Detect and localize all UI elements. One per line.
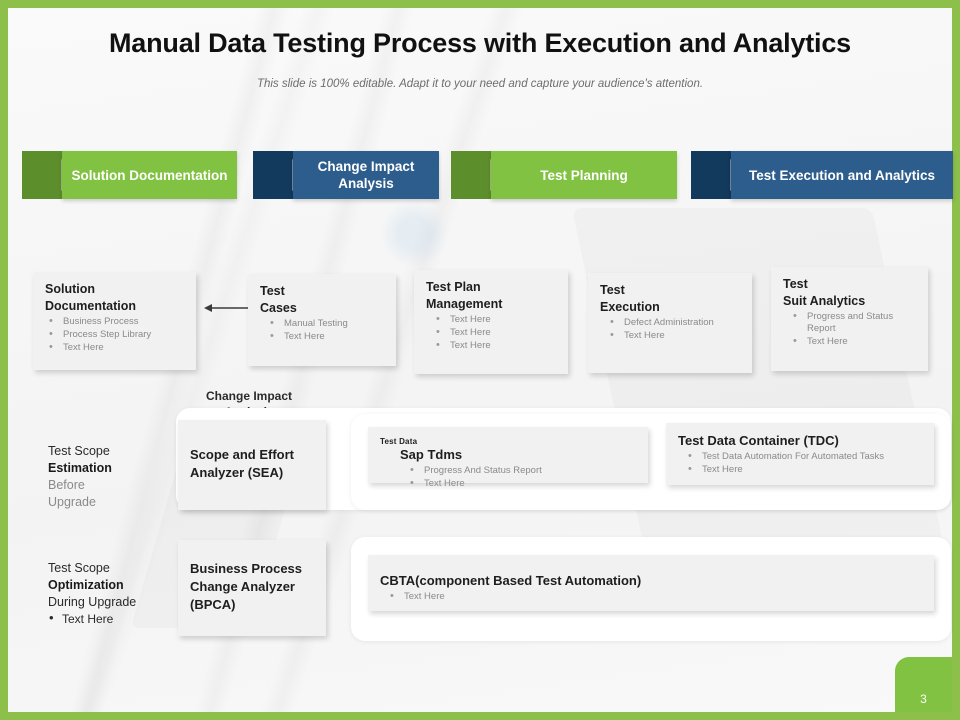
card-title-line2: Analyzer (SEA): [190, 465, 284, 480]
stage-line-1: Test Scope: [48, 444, 110, 458]
card-title-line1: Test: [260, 284, 285, 298]
banner-step-label: Change Impact Analysis: [293, 151, 439, 199]
card-cbta[interactable]: CBTA(component Based Test Automation) Te…: [368, 555, 934, 611]
stage-line-4: Upgrade: [48, 495, 96, 509]
card-bullet-list: Text Here Text Here Text Here: [426, 313, 556, 352]
card-title: Sap Tdms: [400, 447, 463, 462]
card-title-line2: Documentation: [45, 299, 136, 313]
card-bullet: Text Here: [783, 335, 916, 348]
card-bullet: Text Here: [400, 477, 636, 490]
card-scope-and-effort-analyzer[interactable]: Scope and Effort Analyzer (SEA): [178, 420, 326, 510]
card-title-line1: Solution: [45, 282, 95, 296]
card-bullet-list: Text Here: [380, 590, 922, 603]
card-bullet-list: Defect Administration Text Here: [600, 316, 740, 342]
card-title-line1: Scope and Effort: [190, 447, 295, 462]
card-bullet: Progress and Status Report: [783, 310, 916, 335]
page-subtitle: This slide is 100% editable. Adapt it to…: [256, 78, 704, 90]
card-bullet: Process Step Library: [45, 328, 184, 341]
stage-test-scope-optimization: Test Scope Optimization During Upgrade T…: [48, 560, 183, 627]
stage-line-2: Optimization: [48, 578, 124, 592]
card-bullet: Defect Administration: [600, 316, 740, 329]
card-bullet-list: Manual Testing Text Here: [260, 317, 384, 343]
card-test-plan-management[interactable]: Test Plan Management Text Here Text Here…: [414, 270, 568, 374]
card-bullet: Text Here: [600, 329, 740, 342]
card-bullet-list: Progress And Status Report Text Here: [400, 464, 636, 490]
banner-step-change-impact-analysis[interactable]: Change Impact Analysis: [253, 151, 439, 199]
card-title-line2: Suit Analytics: [783, 294, 866, 308]
card-test-data-container[interactable]: Test Data Container (TDC) Test Data Auto…: [666, 423, 934, 485]
banner-tab-shape: [691, 151, 737, 199]
page-number-badge: 3: [895, 657, 952, 712]
card-bullet-list: Business Process Process Step Library Te…: [45, 315, 184, 354]
card-test-cases[interactable]: Test Cases Manual Testing Text Here: [248, 274, 396, 366]
card-title-line1: Test: [600, 283, 625, 297]
card-title-line2: Execution: [600, 300, 660, 314]
banner-tab-shape: [253, 151, 299, 199]
card-title-line3: (BPCA): [190, 597, 236, 612]
card-bullet-list: Progress and Status Report Text Here: [783, 310, 916, 348]
card-test-execution[interactable]: Test Execution Defect Administration Tex…: [588, 273, 752, 373]
card-bullet: Test Data Automation For Automated Tasks: [678, 450, 922, 463]
card-title-line1: Business Process: [190, 561, 303, 576]
card-bullet: Text Here: [45, 341, 184, 354]
card-title: Test Data Container (TDC): [678, 433, 839, 448]
card-title: CBTA(component Based Test Automation): [380, 573, 642, 588]
banner-step-solution-documentation[interactable]: Solution Documentation: [22, 151, 237, 199]
stage-line-3: Before: [48, 478, 85, 492]
page-number: 3: [920, 692, 927, 706]
stage-line-3: During Upgrade: [48, 595, 137, 609]
stage-test-scope-estimation: Test Scope Estimation Before Upgrade: [48, 443, 178, 511]
card-eyebrow-label: Test Data: [380, 437, 418, 446]
card-title-line1: Test Plan: [426, 280, 481, 294]
banner-step-test-execution-and-analytics[interactable]: Test Execution and Analytics: [691, 151, 953, 199]
stage-line-1: Test Scope: [48, 561, 110, 575]
card-bullet: Progress And Status Report: [400, 464, 636, 477]
card-title-line1: Test: [783, 277, 808, 291]
banner-step-label: Solution Documentation: [62, 151, 237, 199]
stage-line-2: Estimation: [48, 461, 112, 475]
card-title-line2: Change Analyzer: [190, 579, 295, 594]
banner-step-label: Test Planning: [491, 151, 677, 199]
card-bullet: Text Here: [678, 463, 922, 476]
card-bullet: Text Here: [260, 330, 384, 343]
banner-tab-shape: [451, 151, 497, 199]
banner-step-test-planning[interactable]: Test Planning: [451, 151, 677, 199]
card-sap-tdms[interactable]: Test Data Sap Tdms Progress And Status R…: [368, 427, 648, 489]
card-title-line2: Management: [426, 297, 503, 311]
card-bullet: Business Process: [45, 315, 184, 328]
banner-tab-shape: [22, 151, 68, 199]
card-test-suit-analytics[interactable]: Test Suit Analytics Progress and Status …: [771, 267, 928, 371]
card-bullet: Manual Testing: [260, 317, 384, 330]
page-title: Manual Data Testing Process with Executi…: [109, 28, 851, 58]
banner-step-label: Test Execution and Analytics: [731, 151, 953, 199]
card-solution-documentation[interactable]: Solution Documentation Business Process …: [33, 272, 196, 370]
stage-bullet: Text Here: [48, 610, 183, 627]
mid-label-line1: Change Impact: [205, 389, 292, 403]
card-bullet-list: Test Data Automation For Automated Tasks…: [678, 450, 922, 476]
card-title-line2: Cases: [260, 301, 297, 315]
card-bullet: Text Here: [426, 326, 556, 339]
card-bullet: Text Here: [426, 339, 556, 352]
card-bullet: Text Here: [380, 590, 922, 603]
card-bpca[interactable]: Business Process Change Analyzer (BPCA): [178, 540, 326, 636]
card-bullet: Text Here: [426, 313, 556, 326]
stage-bullet-list: Text Here: [48, 610, 183, 627]
